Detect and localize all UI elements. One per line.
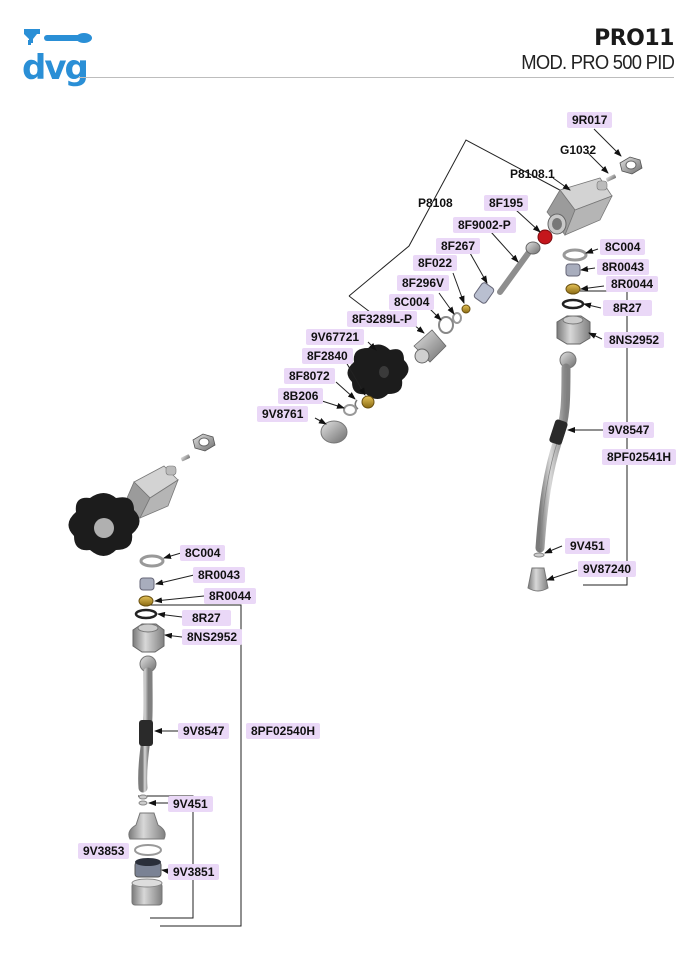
part-label-8r27-left[interactable]: 8R27 [182, 610, 231, 626]
oring-8r27-left [134, 608, 158, 620]
dvg-logo: dvg [22, 29, 92, 88]
washer-9v451-left-b [138, 800, 148, 806]
pin-g1032 [605, 174, 617, 182]
part-label-8f267[interactable]: 8F267 [436, 238, 481, 254]
model-code: PRO11 [594, 26, 674, 51]
part-label-8c004-upper[interactable]: 8C004 [389, 294, 435, 310]
right-bracket [580, 290, 628, 586]
part-label-8f195[interactable]: 8F195 [484, 195, 529, 211]
cap-9v8761 [320, 420, 348, 444]
part-label-8f3289l-p[interactable]: 8F3289L-P [347, 311, 418, 327]
pin-left-top [180, 454, 191, 462]
valve-body-left [123, 465, 179, 519]
spring-8f267 [473, 282, 495, 304]
ring-9v3853-left [134, 844, 162, 856]
steam-wand-right [535, 351, 577, 553]
part-label-8r0044-left[interactable]: 8R0044 [204, 588, 257, 604]
nut-left-top [192, 433, 216, 452]
nut-8r0044-left [138, 595, 154, 607]
part-label-8r0044-right[interactable]: 8R0044 [606, 276, 659, 292]
ball-8f195 [537, 229, 553, 245]
part-label-8b206[interactable]: 8B206 [278, 388, 324, 404]
part-label-9v87240-right[interactable]: 9V87240 [578, 561, 637, 577]
washer-8b206 [343, 404, 357, 416]
grip-9v8547-left [139, 720, 153, 746]
part-label-9v3853-left[interactable]: 9V3853 [78, 843, 130, 859]
part-label-8f2840[interactable]: 8F2840 [302, 348, 353, 364]
part-label-8c004-left[interactable]: 8C004 [180, 545, 226, 561]
oring-8f296v [452, 312, 462, 324]
filter-8r0043-left [139, 577, 155, 591]
clip-8f8072 [354, 399, 359, 410]
part-label-9v8547-right[interactable]: 9V8547 [603, 422, 655, 438]
part-label-8r27-right[interactable]: 8R27 [603, 300, 652, 316]
part-label-8f022[interactable]: 8F022 [413, 255, 458, 271]
header-divider [78, 77, 674, 78]
part-label-8f9002-p[interactable]: 8F9002-P [453, 217, 516, 233]
filter-8r0043-right [565, 263, 581, 277]
part-label-8r0043-left[interactable]: 8R0043 [193, 567, 246, 583]
screw-8f2840 [361, 395, 375, 409]
knob-9v67721 [347, 344, 409, 399]
gasket-8c004-right [562, 248, 588, 262]
portafilter-icon [24, 29, 40, 43]
part-label-8c004-right[interactable]: 8C004 [600, 239, 646, 255]
knob-left [68, 493, 140, 556]
nut-8r0044-right [565, 283, 581, 295]
part-label-8ns2952-left[interactable]: 8NS2952 [182, 629, 243, 645]
part-label-g1032[interactable]: G1032 [560, 143, 597, 157]
oring-8r27-right [561, 298, 585, 310]
grip-9v8547-right [549, 419, 568, 445]
gasket-8c004-top [438, 316, 454, 334]
washer-9v451-left-a [138, 794, 148, 800]
group-label-8pf02541h[interactable]: 8PF02541H [602, 449, 677, 465]
washer-8f022 [461, 304, 471, 314]
part-label-9v8761[interactable]: 9V8761 [257, 406, 309, 422]
tip-9v87240-right [527, 567, 549, 592]
part-label-8f8072[interactable]: 8F8072 [284, 368, 335, 384]
aerator-9v3851-left [134, 858, 162, 878]
part-label-p8108-1[interactable]: P8108.1 [510, 167, 555, 181]
part-label-9v451-left[interactable]: 9V451 [168, 796, 213, 812]
part-label-8r0043-right[interactable]: 8R0043 [597, 259, 650, 275]
part-label-9r017[interactable]: 9R017 [567, 112, 613, 128]
part-label-9v3851-left[interactable]: 9V3851 [168, 864, 220, 880]
part-label-8ns2952-right[interactable]: 8NS2952 [604, 332, 665, 348]
part-label-9v67721[interactable]: 9V67721 [306, 329, 365, 345]
p8108-bracket [348, 139, 572, 313]
hex-nut-8ns2952-right [556, 315, 591, 345]
group-label-p8108: P8108 [418, 196, 453, 210]
valve-body-p8108-1 [546, 177, 613, 236]
part-label-9v8547-left[interactable]: 9V8547 [178, 723, 230, 739]
part-label-9v451-right[interactable]: 9V451 [565, 538, 610, 554]
gasket-8c004-left [139, 554, 165, 568]
sleeve-left [131, 878, 163, 906]
part-label-8f296v[interactable]: 8F296V [397, 275, 450, 291]
bonnet-8f3289l-p [413, 329, 447, 364]
washer-9v451-right [533, 552, 545, 558]
svg-text:dvg: dvg [22, 48, 87, 88]
nut-9r017 [619, 156, 643, 175]
hex-nut-8ns2952-left [132, 623, 165, 653]
leader-lines [148, 128, 622, 875]
cone-nozzle-left [128, 812, 166, 840]
stem-8f9002-p [497, 241, 541, 295]
model-name: MOD. PRO 500 PID [521, 52, 675, 74]
group-label-8pf02540h[interactable]: 8PF02540H [246, 723, 321, 739]
left-bracket [138, 604, 242, 927]
